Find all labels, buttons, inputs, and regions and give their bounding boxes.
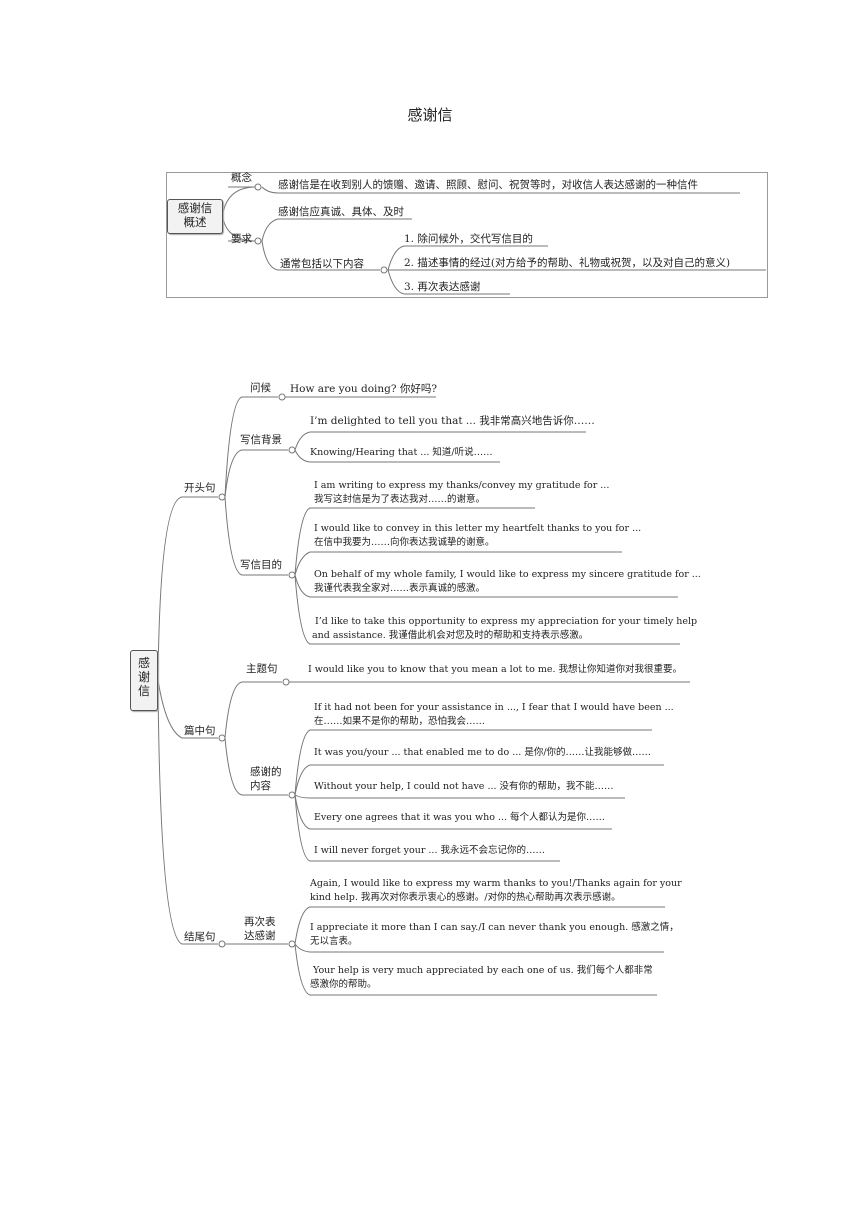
thanks-item: I will never forget your ... 我永远不会忘记你的…… (314, 845, 545, 856)
content-item: 1. 除问候外，交代写信目的 (404, 233, 533, 245)
again-label: 再次表 达感谢 (244, 916, 276, 942)
requirement-line: 感谢信应真诚、具体、及时 (278, 206, 404, 218)
page-title: 感谢信 (407, 106, 453, 124)
node-dot (218, 940, 226, 948)
thanks-item: Without your help, I could not have ... … (314, 781, 614, 792)
body-label: 篇中句 (184, 725, 216, 737)
thanks-label: 感谢的 内容 (250, 766, 282, 792)
purpose-item: I would like to convey in this letter my… (314, 523, 642, 548)
overview-root-node: 感谢信 概述 (167, 199, 223, 234)
content-item: 3. 再次表达感谢 (404, 281, 481, 293)
thanks-item: If it had not been for your assistance i… (314, 702, 674, 727)
node-dot (254, 183, 262, 191)
thanks-item: It was you/your ... that enabled me to d… (314, 747, 652, 758)
closing-item: Your help is very much appreciated by ea… (310, 965, 653, 990)
background-item: I’m delighted to tell you that ... 我非常高兴… (310, 415, 595, 427)
purpose-label: 写信目的 (240, 559, 282, 571)
node-dot (380, 266, 388, 274)
purpose-item: On behalf of my whole family, I would li… (314, 569, 701, 594)
background-label: 写信背景 (240, 434, 282, 446)
node-dot (254, 237, 262, 245)
purpose-item: I’d like to take this opportunity to exp… (312, 616, 698, 641)
closing-label: 结尾句 (184, 931, 216, 943)
background-item: Knowing/Hearing that ... 知道/听说…… (310, 447, 493, 458)
overview-frame (166, 172, 768, 298)
greeting-text: How are you doing? 你好吗? (290, 383, 437, 395)
concept-text: 感谢信是在收到别人的馈赠、邀请、照顾、慰问、祝贺等时，对收信人表达感谢的一种信件 (278, 179, 698, 191)
node-dot (218, 493, 226, 501)
node-dot (218, 734, 226, 742)
requirements-label: 要求 (231, 233, 252, 245)
topic-text: I would like you to know that you mean a… (308, 664, 682, 675)
thanks-item: Every one agrees that it was you who ...… (314, 812, 606, 823)
opening-label: 开头句 (184, 482, 216, 494)
closing-item: I appreciate it more than I can say./I c… (310, 922, 679, 947)
mindmap-root-node: 感 谢 信 (130, 650, 158, 711)
concept-label: 概念 (231, 172, 252, 184)
contents-label: 通常包括以下内容 (280, 258, 364, 270)
closing-item: Again, I would like to express my warm t… (310, 878, 682, 903)
topic-label: 主题句 (246, 663, 278, 675)
purpose-item: I am writing to express my thanks/convey… (314, 480, 610, 505)
greeting-label: 问候 (250, 382, 271, 394)
content-item: 2. 描述事情的经过(对方给予的帮助、礼物或祝贺，以及对自己的意义) (404, 257, 731, 269)
